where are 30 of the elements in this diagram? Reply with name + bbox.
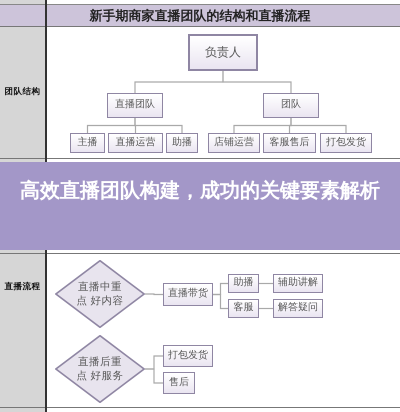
connector-line xyxy=(145,293,163,296)
process-box: 助播 xyxy=(228,274,259,293)
decision-diamond: 直播后重点 好服务 xyxy=(55,335,145,403)
process-box: 客服 xyxy=(228,299,259,318)
process-box: 打包发货 xyxy=(163,345,213,367)
title-bar: 新手期商家直播团队的结构和直播流程 xyxy=(0,5,400,26)
connector-line xyxy=(134,118,183,133)
connector-line xyxy=(290,118,347,133)
process-box: 直播团队 xyxy=(107,93,163,118)
connector-line xyxy=(259,308,273,310)
process-box: 客服售后 xyxy=(263,133,316,153)
connector-line xyxy=(222,71,292,93)
process-box: 店铺运营 xyxy=(208,133,260,153)
banner-heading: 高效直播团队构建，成功的关键要素解析 xyxy=(0,162,400,250)
process-box: 辅助讲解 xyxy=(273,274,323,293)
connector-line xyxy=(145,368,163,384)
process-box: 助播 xyxy=(166,133,198,153)
process-box: 解答疑问 xyxy=(273,299,323,318)
connector-line xyxy=(259,282,273,284)
process-box: 直播带货 xyxy=(163,283,213,306)
row-label: 团队结构 xyxy=(4,86,42,99)
process-box: 团队 xyxy=(263,93,319,118)
process-box: 负责人 xyxy=(188,34,258,71)
decision-diamond: 直播中重点 好内容 xyxy=(55,260,145,328)
process-box: 直播运营 xyxy=(108,133,163,153)
process-box: 售后 xyxy=(163,372,195,394)
connector-line xyxy=(213,294,228,310)
process-box: 主播 xyxy=(70,133,105,153)
process-box: 打包发货 xyxy=(320,133,372,153)
row-label: 直播流程 xyxy=(4,280,42,294)
